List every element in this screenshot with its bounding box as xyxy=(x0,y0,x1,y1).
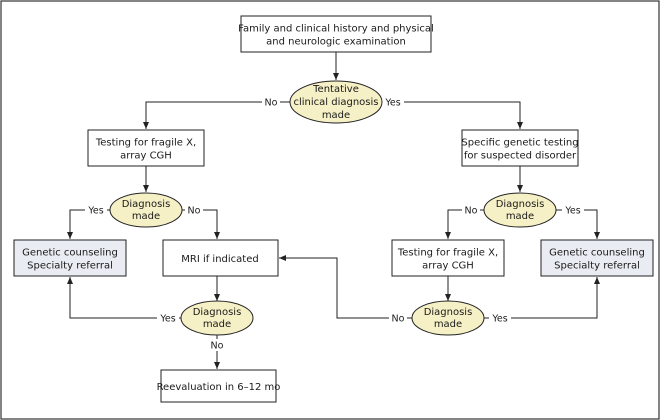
label-tentative-yes: Yes xyxy=(384,98,400,109)
genetic-counseling-right-box: Genetic counseling Specialty referral xyxy=(540,239,654,277)
label-diag-right-yes: Yes xyxy=(564,206,580,217)
tentative-diagnosis-decision: Tentative clinical diagnosis made xyxy=(289,80,383,124)
diag-left-line-1: Diagnosis xyxy=(122,199,171,210)
mri-box: MRI if indicated xyxy=(162,239,279,277)
label-diag-left-yes: Yes xyxy=(87,206,103,217)
diag-bottom-right-line-2: made xyxy=(434,319,462,330)
label-diag-bottom-right-yes: Yes xyxy=(491,314,507,325)
counsel-right-line-1: Genetic counseling xyxy=(549,248,645,259)
edge-tentative-no xyxy=(143,101,290,129)
label-diag-left-no: No xyxy=(188,206,201,217)
mri-line-1: MRI if indicated xyxy=(181,254,258,265)
edge-tentative-yes xyxy=(382,101,523,129)
edge-diag-bottom-right-no xyxy=(279,255,412,319)
tentative-line-3: made xyxy=(322,110,350,121)
fragile-x-left-box: Testing for fragile X, array CGH xyxy=(87,129,205,167)
label-diag-right-no: No xyxy=(465,206,478,217)
diag-bottom-right-line-1: Diagnosis xyxy=(424,307,473,318)
fragile-left-line-1: Testing for fragile X, xyxy=(95,138,196,149)
diag-mri-line-2: made xyxy=(203,319,231,330)
reeval-line-1: Reevaluation in 6–12 mo xyxy=(157,382,281,393)
specific-testing-box: Specific genetic testing for suspected d… xyxy=(461,129,579,167)
diag-right-line-1: Diagnosis xyxy=(496,199,545,210)
history-box: Family and clinical history and physical… xyxy=(238,15,434,53)
edge-diag-bottom-right-yes xyxy=(484,277,600,319)
fragile-right-line-2: array CGH xyxy=(422,261,474,272)
diagnosis-made-left-decision: Diagnosis made xyxy=(109,192,183,228)
diagnosis-made-right-decision: Diagnosis made xyxy=(483,192,557,228)
label-diag-mri-no: No xyxy=(211,341,224,352)
reevaluation-box: Reevaluation in 6–12 mo xyxy=(157,369,281,403)
diagnosis-made-mri-decision: Diagnosis made xyxy=(180,300,254,336)
counsel-left-line-2: Specialty referral xyxy=(27,261,113,272)
tentative-line-1: Tentative xyxy=(312,84,359,95)
diagnosis-made-bottom-right-decision: Diagnosis made xyxy=(411,300,485,336)
edge-diag-mri-yes xyxy=(67,277,181,319)
fragile-left-line-2: array CGH xyxy=(120,151,172,162)
label-diag-mri-yes: Yes xyxy=(159,314,175,325)
specific-line-2: for suspected disorder xyxy=(464,151,577,162)
tentative-line-2: clinical diagnosis xyxy=(293,97,378,108)
fragile-right-line-1: Testing for fragile X, xyxy=(397,248,498,259)
fragile-x-right-box: Testing for fragile X, array CGH xyxy=(391,239,505,277)
label-diag-bottom-right-no: No xyxy=(392,314,405,325)
counsel-right-line-2: Specialty referral xyxy=(554,261,640,272)
diag-right-line-2: made xyxy=(506,211,534,222)
label-tentative-no: No xyxy=(265,98,278,109)
diag-left-line-2: made xyxy=(132,211,160,222)
specific-line-1: Specific genetic testing xyxy=(461,138,578,149)
edge-labels: No Yes Yes No No Yes Yes No No Yes xyxy=(85,96,584,352)
genetic-counseling-left-box: Genetic counseling Specialty referral xyxy=(13,239,127,277)
diag-mri-line-1: Diagnosis xyxy=(193,307,242,318)
history-line-2: and neurologic examination xyxy=(266,37,406,48)
counsel-left-line-1: Genetic counseling xyxy=(22,248,118,259)
history-line-1: Family and clinical history and physical xyxy=(238,24,434,35)
